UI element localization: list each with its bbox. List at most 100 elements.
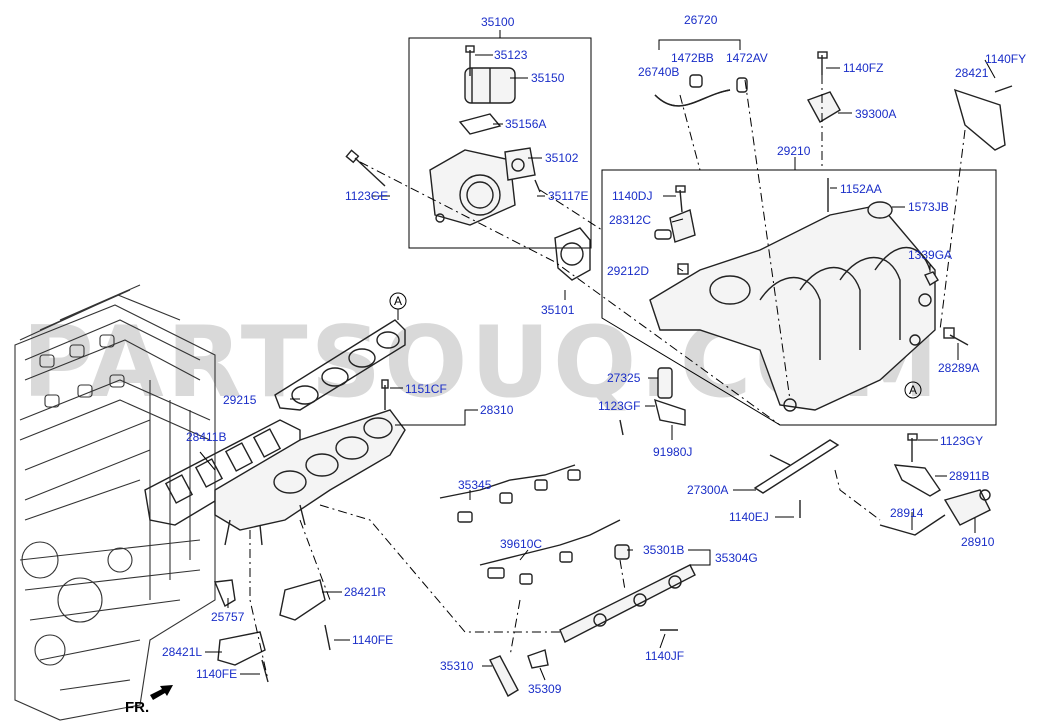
label-35310[interactable]: 35310 [440,659,474,673]
exhaust-manifold-28310 [214,409,406,546]
stud-1151cf [381,379,389,410]
label-1140dj[interactable]: 1140DJ [612,189,652,203]
damper-35301b [614,544,630,560]
cap-1573jb [867,201,893,219]
part-labels: 35100 35123 35150 35156A 35102 35117E 11… [162,13,1026,696]
harness-39610c [479,519,621,585]
label-39610c[interactable]: 39610C [500,537,542,551]
label-28312c[interactable]: 28312C [609,213,651,227]
bolt-1140fe-left [261,659,269,683]
label-27325[interactable]: 27325 [607,371,641,385]
label-28914[interactable]: 28914 [890,506,924,520]
bracket-28911b [893,464,941,497]
label-1140fe-left[interactable]: 1140FE [196,667,237,681]
label-35117e[interactable]: 35117E [548,189,588,203]
gasket-35156a [458,113,502,135]
bolt-1123ge [345,149,386,187]
label-1140ej[interactable]: 1140EJ [729,510,769,524]
label-1573jb[interactable]: 1573JB [908,200,949,214]
front-direction-label: FR. [125,699,149,716]
sensor-35102 [504,147,536,181]
label-28411b[interactable]: 28411B [186,430,226,444]
label-26740b[interactable]: 26740B [638,65,679,79]
label-35345[interactable]: 35345 [458,478,492,492]
label-28910[interactable]: 28910 [961,535,995,549]
bracket-28421l [217,631,266,666]
bolt-1140dj [675,185,686,213]
label-1339ga[interactable]: 1339GA [908,248,952,262]
bracket-26720 [658,39,741,50]
nut-1339ga [924,271,939,287]
label-1123gf[interactable]: 1123GF [598,399,640,413]
label-35309[interactable]: 35309 [528,682,562,696]
engine-block-drawing [14,284,216,721]
callout-a-circle-right [904,381,922,399]
label-1140fe-right[interactable]: 1140FE [352,633,393,647]
label-1123gy[interactable]: 1123GY [940,434,983,448]
label-35101[interactable]: 35101 [541,303,575,317]
callout-a-top: A [394,294,402,308]
label-29212d[interactable]: 29212D [607,264,649,278]
bolt-1123gy [907,433,918,462]
label-1123ge[interactable]: 1123GE [345,189,388,203]
bracket-25757 [213,579,236,608]
label-1140fy[interactable]: 1140FY [985,52,1026,66]
harness-35345 [439,464,581,523]
label-35100[interactable]: 35100 [481,15,515,29]
valve-28910 [943,489,991,526]
front-arrow-icon [150,685,173,700]
label-28289a[interactable]: 28289A [938,361,979,375]
assembly-lines [249,75,966,681]
throttle-gasket-35101 [554,227,591,281]
label-28310[interactable]: 28310 [480,403,514,417]
label-91980j[interactable]: 91980J [653,445,692,459]
sensor-27325 [654,367,686,426]
label-27300a[interactable]: 27300A [687,483,728,497]
clip-35309 [527,649,549,669]
screw-35117e [534,179,541,193]
bolt-1123gf [619,419,624,436]
fuel-rail-35304g [559,564,696,643]
intake-manifold-29210 [649,204,936,412]
label-1472bb[interactable]: 1472BB [671,51,714,65]
injector-35310 [489,655,519,697]
label-1472av[interactable]: 1472AV [726,51,768,65]
label-35304g[interactable]: 35304G [715,551,758,565]
plug-29212d [677,263,689,275]
bracket-28421 [953,85,1013,151]
label-26720[interactable]: 26720 [684,13,718,27]
label-35301b[interactable]: 35301B [643,543,684,557]
label-25757[interactable]: 25757 [211,610,245,624]
vacuum-hose-26740b [654,74,748,107]
callout-a-right: A [909,383,917,397]
label-28421[interactable]: 28421 [955,66,989,80]
label-28911b[interactable]: 28911B [949,469,989,483]
bolt-1140fe-right [324,624,331,651]
manifold-gasket-29215 [274,292,407,411]
label-1140fz[interactable]: 1140FZ [843,61,883,75]
label-1140jf[interactable]: 1140JF [645,649,684,663]
label-35123[interactable]: 35123 [494,48,528,62]
bolt-35123 [465,45,475,76]
label-28421l[interactable]: 28421L [162,645,202,659]
bracket-27300a [753,439,840,494]
label-29210[interactable]: 29210 [777,144,811,158]
label-28421r[interactable]: 28421R [344,585,386,599]
label-1151cf[interactable]: 1151CF [405,382,447,396]
fitting-28312c [654,209,696,243]
label-39300a[interactable]: 39300A [855,107,896,121]
bracket-28421r [279,579,326,621]
sensor-28289a [943,327,969,346]
label-35150[interactable]: 35150 [531,71,565,85]
label-29215[interactable]: 29215 [223,393,257,407]
actuator-35150 [464,67,516,104]
hose-28914 [879,514,946,536]
label-35102[interactable]: 35102 [545,151,579,165]
label-35156a[interactable]: 35156A [505,117,546,131]
intake-manifold-group-box [601,169,997,426]
label-1152aa[interactable]: 1152AA [840,182,882,196]
leader-lines [199,54,996,681]
throttle-body-35100 [429,149,516,226]
